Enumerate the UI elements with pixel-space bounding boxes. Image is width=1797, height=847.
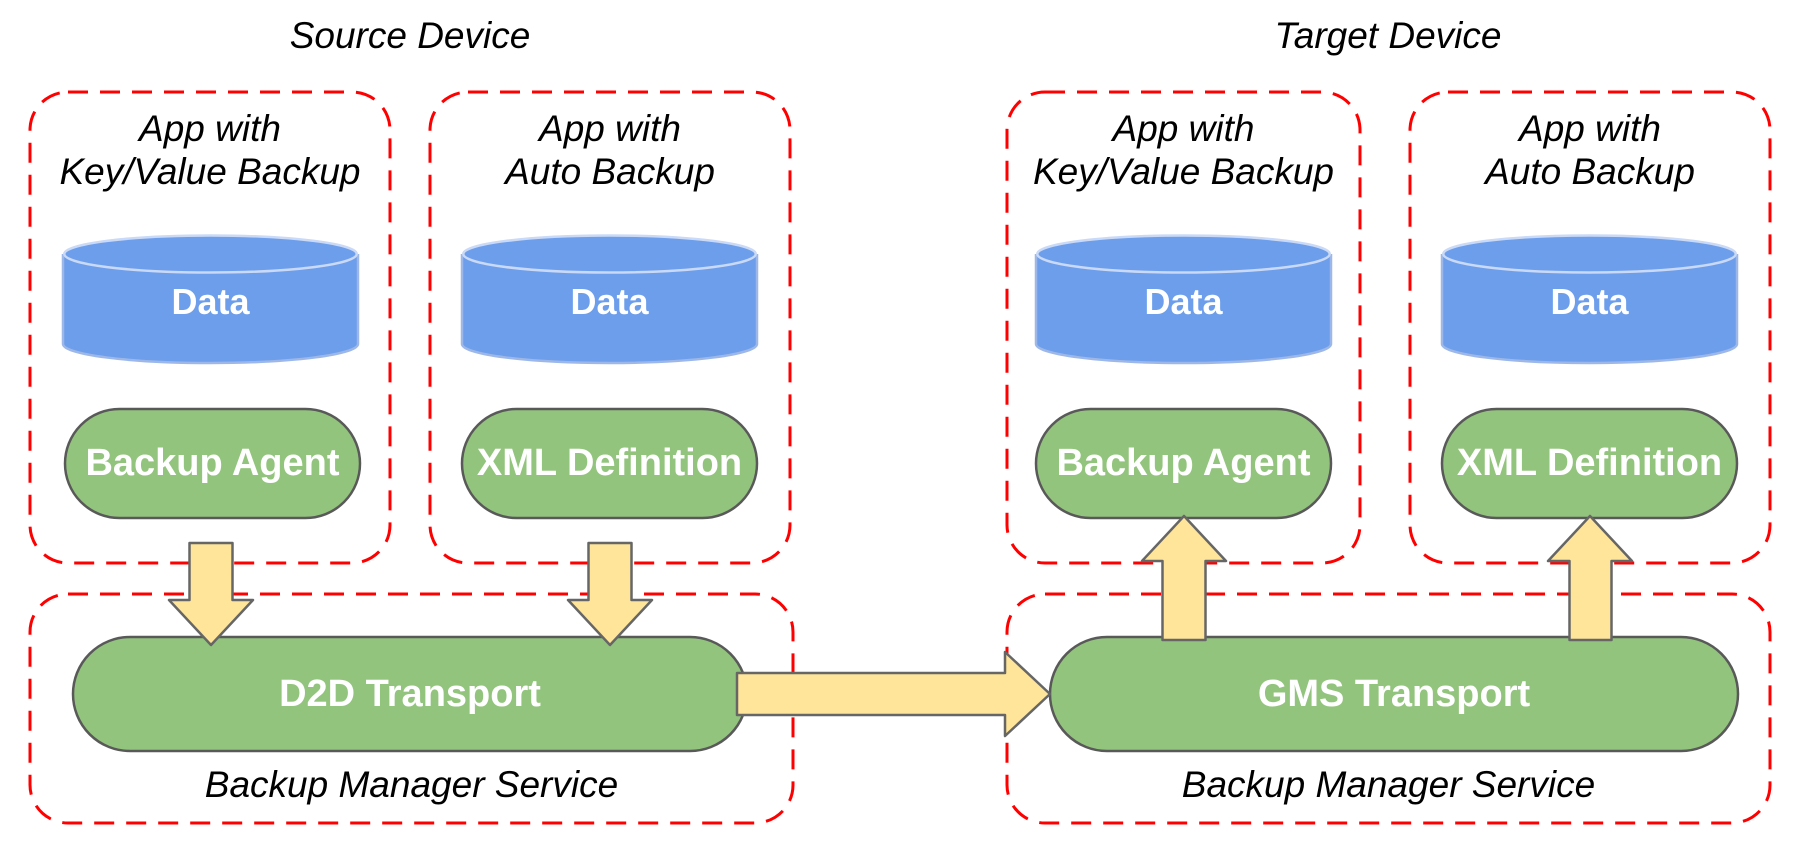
source-keyvalue-data-label: Data [171, 281, 250, 322]
target-auto-data-cylinder [1440, 234, 1739, 365]
source-auto-data-label: Data [570, 281, 649, 322]
app-heading-line2: Auto Backup [1485, 151, 1695, 192]
app-heading-line1: App with [1112, 108, 1255, 150]
target-device-title: Target Device [1274, 14, 1502, 56]
target-keyvalue-data-label: Data [1144, 281, 1223, 322]
target-backup-manager-label: Backup Manager Service [1181, 763, 1596, 805]
source-device-title: Source Device [289, 14, 531, 56]
target-auto-data-label: Data [1550, 281, 1629, 322]
target-keyvalue-data-cylinder [1034, 234, 1333, 365]
source-keyvalue-app-heading: App with Key/Value Backup [30, 106, 390, 196]
app-heading-line1: App with [539, 108, 681, 150]
arrow-up-gms-to-backup-agent [1140, 514, 1228, 642]
app-heading-line2: Auto Backup [505, 151, 715, 192]
app-heading-line1: App with [139, 108, 281, 150]
arrow-down-backup-agent-to-d2d [167, 541, 255, 647]
target-keyvalue-app-heading: App with Key/Value Backup [1007, 106, 1360, 196]
target-xml-definition-label: XML Definition [1456, 442, 1723, 484]
arrow-up-gms-to-xml-definition [1546, 514, 1634, 642]
arrow-down-xml-definition-to-d2d [566, 541, 654, 647]
app-heading-line1: App with [1519, 108, 1661, 150]
gms-transport-label: GMS Transport [1257, 672, 1531, 715]
d2d-transport-label: D2D Transport [279, 672, 541, 715]
source-backup-agent-label: Backup Agent [85, 442, 340, 484]
source-backup-manager-label: Backup Manager Service [204, 763, 619, 805]
arrow-right-d2d-to-gms [735, 650, 1052, 738]
source-auto-data-cylinder [460, 234, 759, 365]
app-heading-line2: Key/Value Backup [59, 151, 361, 192]
source-keyvalue-data-cylinder [61, 234, 360, 365]
source-auto-app-heading: App with Auto Backup [430, 106, 790, 196]
app-heading-line2: Key/Value Backup [1033, 151, 1334, 192]
source-backup-agent-pill [63, 407, 362, 520]
target-backup-agent-label: Backup Agent [1056, 442, 1311, 484]
source-xml-definition-label: XML Definition [476, 442, 743, 484]
target-auto-app-heading: App with Auto Backup [1410, 106, 1770, 196]
source-xml-definition-pill [460, 407, 759, 520]
